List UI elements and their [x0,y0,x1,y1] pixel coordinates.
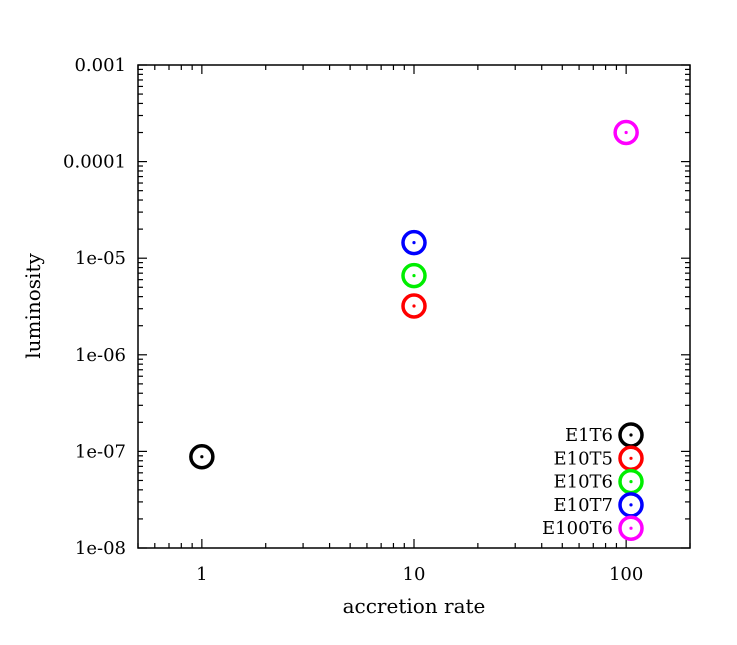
y-tick-label: 0.0001 [63,152,126,173]
y-tick-label: 1e-06 [75,345,126,366]
legend-marker-dot [629,526,633,530]
y-axis-label: luminosity [21,253,45,359]
legend-marker-dot [629,480,633,484]
x-tick-label: 1 [196,564,207,585]
axis-ticks [137,64,691,549]
legend-label: E100T6 [542,518,613,539]
legend-label: E10T5 [553,448,613,469]
y-tick-label: 1e-08 [75,538,126,559]
data-point-dot [624,130,628,135]
data-point-ring [613,119,639,146]
legend-marker-dot [629,433,633,437]
data-point-ring [401,229,427,256]
data-point-ring [189,444,215,470]
y-tick-label: 1e-07 [75,441,126,462]
data-point-dot [412,241,416,245]
data-point-dot [412,304,416,308]
data-points [189,119,639,470]
x-tick-label: 10 [403,564,426,585]
legend-label: E1T6 [565,425,613,446]
x-tick-label: 100 [609,564,643,585]
tick-labels: 1 10 100 1e-08 1e-07 1e-06 1e-05 0.0001 0.001 [63,55,643,585]
legend-marker-dot [629,503,633,507]
legend-marker [618,515,644,541]
y-tick-label: 0.001 [74,55,126,76]
legend-label: E10T6 [553,472,613,493]
data-point-dot [200,455,204,459]
x-axis-label: accretion rate [343,594,486,618]
data-point-ring [401,293,427,319]
data-point-ring [401,262,427,289]
y-tick-label: 1e-05 [75,248,126,269]
legend-marker-dot [629,456,633,460]
legend-label: E10T7 [553,495,613,516]
data-point-dot [412,274,416,278]
